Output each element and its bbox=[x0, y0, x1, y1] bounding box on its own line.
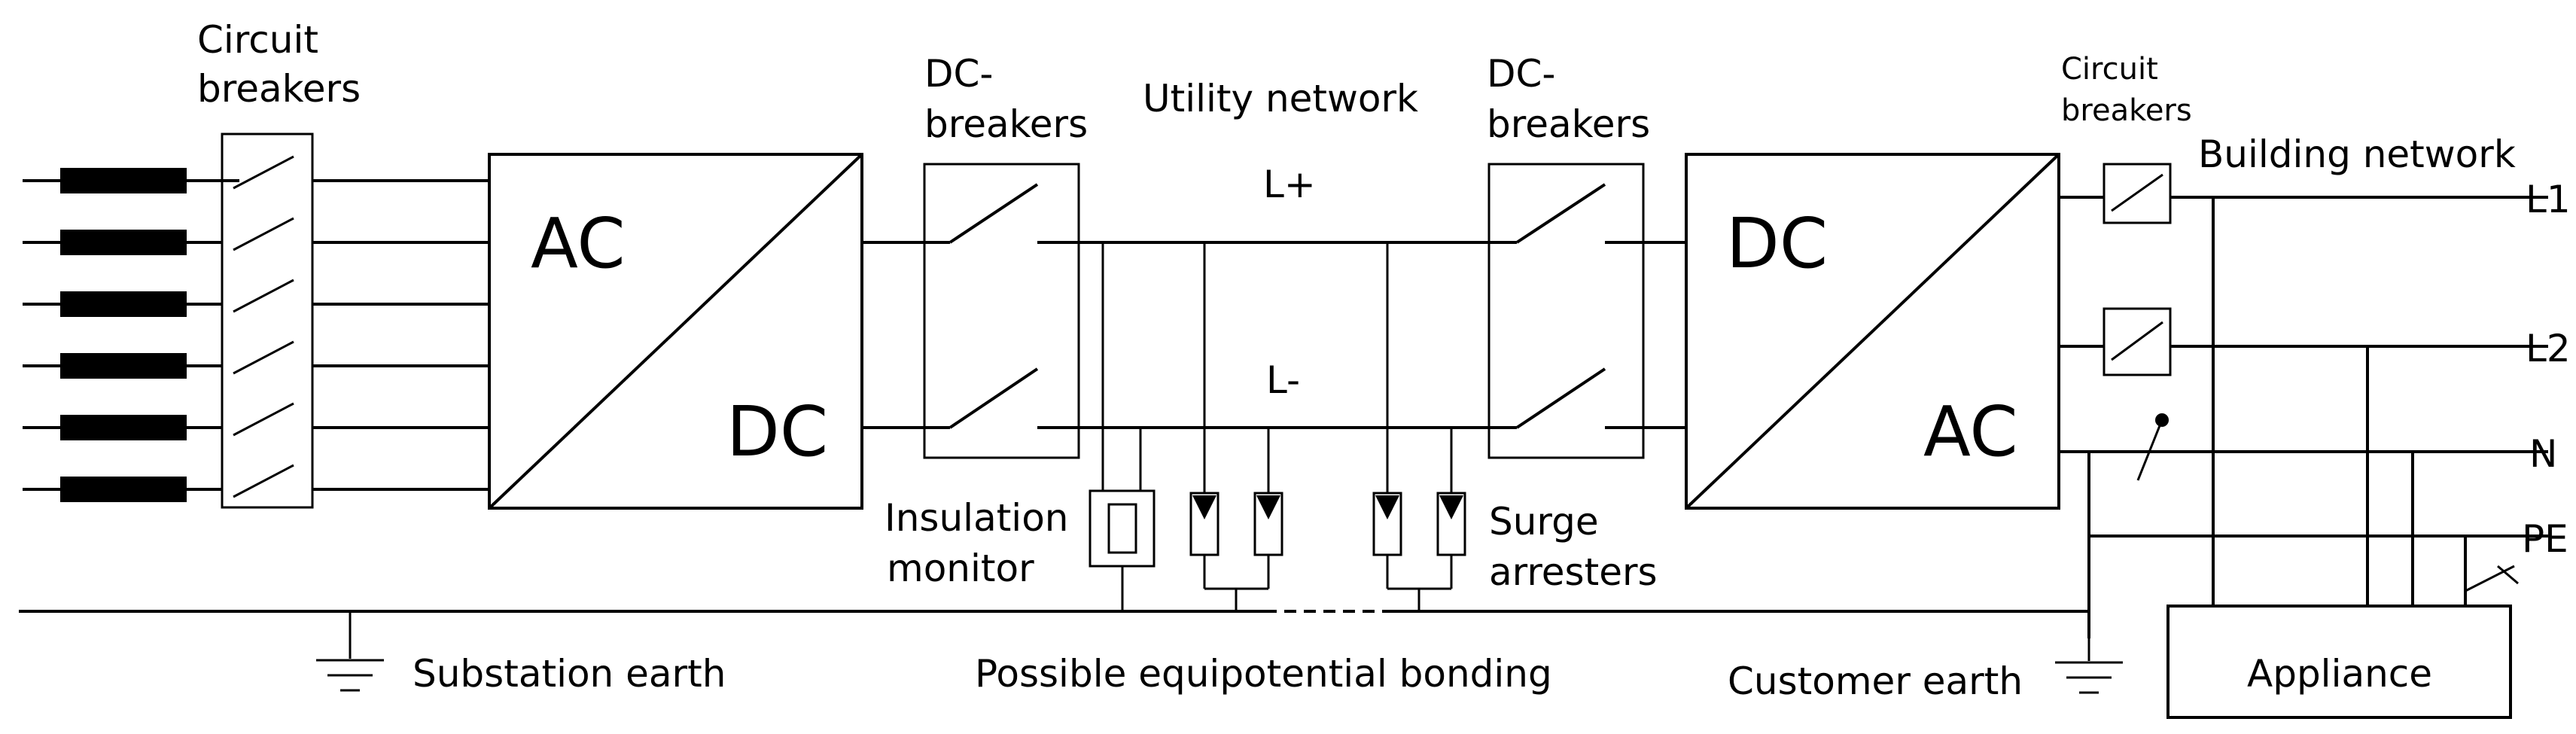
line-pe-label: PE bbox=[2522, 517, 2568, 561]
line-l2-label: L2 bbox=[2526, 327, 2571, 370]
line-l1-label: L1 bbox=[2526, 178, 2571, 221]
substation-earth-icon bbox=[316, 611, 384, 692]
surge-arresters-label-2: arresters bbox=[1489, 550, 1658, 594]
dc-breakers-left-label-1: DC- bbox=[924, 52, 993, 96]
insulation-monitor-label-1: Insulation bbox=[885, 496, 1068, 540]
circuit-breakers-left-label-1: Circuit bbox=[197, 18, 318, 62]
dc-breakers-right bbox=[1487, 163, 1645, 459]
equipotential-bonding-label: Possible equipotential bonding bbox=[975, 652, 1552, 696]
inverter-ac-label: AC bbox=[1923, 391, 2018, 472]
circuit-breakers-left-label-2: breakers bbox=[197, 67, 361, 111]
customer-earth-icon bbox=[2055, 638, 2123, 694]
inverter-dc-label: DC bbox=[1726, 203, 1828, 284]
rectifier-ac-dc bbox=[488, 153, 863, 510]
circuit-breakers-right-label-1: Circuit bbox=[2061, 52, 2158, 87]
circuit-breakers-right-label-2: breakers bbox=[2061, 93, 2192, 128]
building-network bbox=[2059, 196, 2548, 638]
rectifier-dc-label: DC bbox=[726, 391, 828, 472]
building-network-label: Building network bbox=[2198, 132, 2516, 176]
rectifier-ac-label: AC bbox=[531, 203, 626, 284]
substation-earth-label: Substation earth bbox=[413, 652, 726, 696]
inverter-dc-ac bbox=[1685, 153, 2060, 510]
surge-arresters-left bbox=[1189, 242, 1283, 611]
dc-breakers-right-label-2: breakers bbox=[1487, 102, 1650, 146]
l-minus-label: L- bbox=[1266, 358, 1300, 402]
circuit-breakers-left bbox=[221, 132, 489, 509]
circuit-breakers-right bbox=[2059, 163, 2172, 376]
dc-breakers-left-label-2: breakers bbox=[924, 102, 1088, 146]
surge-arresters-label-1: Surge bbox=[1489, 500, 1599, 544]
utility-network-bus bbox=[1079, 241, 1489, 429]
line-n-label: N bbox=[2529, 432, 2557, 476]
input-feeders bbox=[23, 168, 222, 502]
appliance bbox=[2166, 197, 2519, 719]
dc-breakers-left bbox=[923, 163, 1080, 459]
l-plus-label: L+ bbox=[1263, 163, 1316, 206]
surge-arresters-right bbox=[1372, 242, 1466, 611]
customer-earth-label: Customer earth bbox=[1728, 659, 2023, 703]
insulation-monitor-label-2: monitor bbox=[887, 547, 1034, 590]
appliance-label: Appliance bbox=[2247, 652, 2432, 696]
utility-network-label: Utility network bbox=[1143, 77, 1418, 120]
dc-breakers-right-label-1: DC- bbox=[1487, 52, 1555, 96]
insulation-monitor bbox=[1089, 242, 1156, 611]
